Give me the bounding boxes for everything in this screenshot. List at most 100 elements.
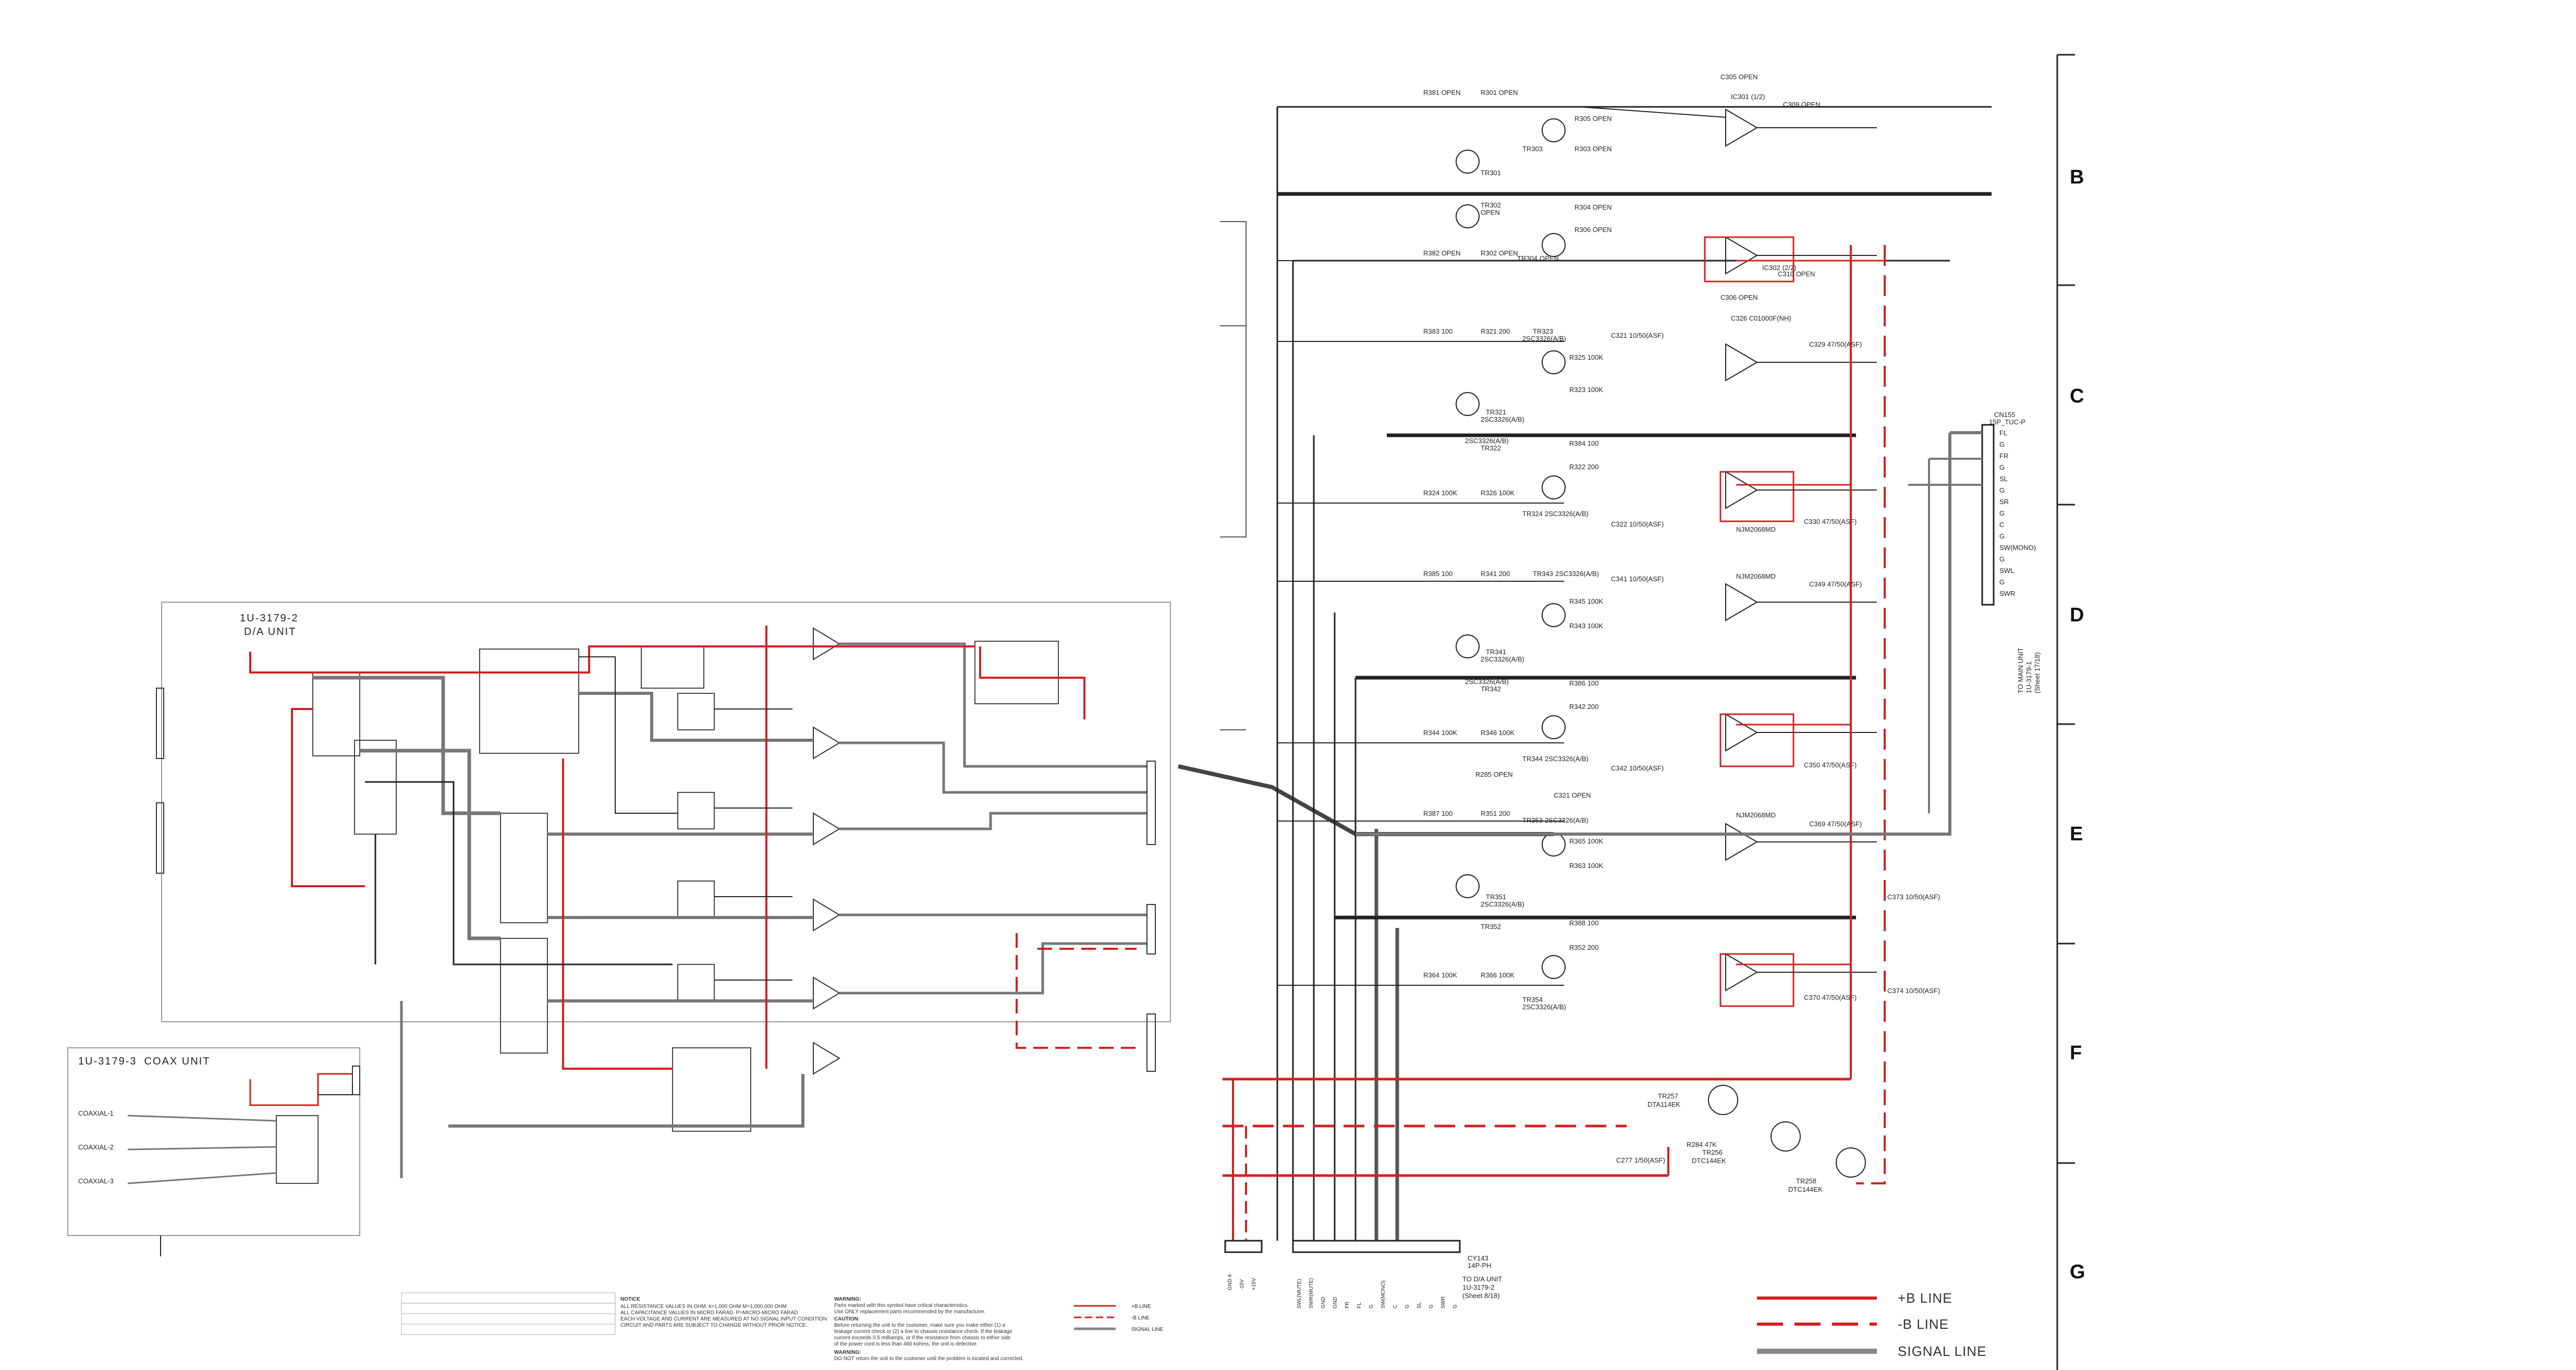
ic302: IC302(2/2) <box>1762 264 1796 272</box>
da-unit: 1U-3179-2 D/A UNIT <box>156 602 1171 1332</box>
cy143-pins: SWL(MUTE) SWR(MUTE) GND GND FR FL G SW(M… <box>1297 1278 1458 1308</box>
notice-line: EACH VOLTAGE AND CURRENT ARE MEASURED AT… <box>620 1316 828 1322</box>
c373: C373 10/50(ASF) <box>1887 893 1940 901</box>
r305: R305 OPEN <box>1574 115 1612 123</box>
r387: R387 100 <box>1423 810 1452 817</box>
svg-text:(Sheet 17/18): (Sheet 17/18) <box>2033 652 2041 693</box>
cn155-pin: G <box>1999 555 2005 563</box>
cn155-pin: SWL <box>1999 567 2014 574</box>
r366: R352 200 <box>1569 944 1598 951</box>
coax-jack-1: COAXIAL-1 <box>78 1109 114 1117</box>
r386: R344 100K <box>1423 729 1457 737</box>
r388: R364 100K <box>1423 971 1457 979</box>
cn155-pin: SL <box>1999 475 2008 483</box>
r382: R382 OPEN <box>1423 249 1461 257</box>
r344: R386 100 <box>1569 679 1598 687</box>
c342: C342 10/50(ASF) <box>1611 764 1664 772</box>
r383: R383 100 <box>1423 327 1452 335</box>
svg-text:TO MAIN UNIT: TO MAIN UNIT <box>2017 647 2024 693</box>
svg-text:1U-3179-1: 1U-3179-1 <box>2025 662 2033 693</box>
svg-text:SWL(MUTE): SWL(MUTE) <box>1297 1279 1302 1308</box>
warning-line: Parts marked with this symbol have criti… <box>834 1303 969 1308</box>
tr322: 2SC3326(A/B)TR322 <box>1465 437 1509 452</box>
cy143-connector[interactable] <box>1292 1240 1461 1253</box>
caution-line: current exceeds 0.5 milliamps, or if the… <box>834 1335 1011 1341</box>
zone-label-g: G <box>2070 1261 2085 1283</box>
c341: C341 10/50(ASF) <box>1611 575 1664 583</box>
line-legend: +B LINE -B LINE SIGNAL LINE <box>1757 1290 1986 1359</box>
r341: R341 200 <box>1481 570 1510 578</box>
c350: C350 47/50(ASF) <box>1804 761 1857 769</box>
da-unit-name: D/A UNIT <box>244 626 296 638</box>
coax-jack-2: COAXIAL-2 <box>78 1143 114 1151</box>
r324: R384 100 <box>1569 439 1598 447</box>
tr303: TR303 <box>1522 145 1543 153</box>
zone-label-e: E <box>2070 823 2083 845</box>
svg-text:SW(MONO): SW(MONO) <box>1381 1280 1386 1308</box>
channel-row-4: 2SC3326(A/B)TR322 R384 100 R322 200 R324… <box>1277 437 1877 533</box>
power-pins: GND A -15V +15V <box>1227 1274 1257 1290</box>
r365: R365 100K <box>1569 837 1603 845</box>
channel-row-6: 2SC3326(A/B)TR342 R386 100 R342 200 R344… <box>1277 678 1877 799</box>
output-board: R381 OPEN R301 OPEN R305 OPEN R303 OPEN … <box>1220 73 2041 1308</box>
coax-jack-3: COAXIAL-3 <box>78 1177 114 1185</box>
warning2-line: DO NOT return the unit to the customer u… <box>834 1356 1023 1362</box>
cn155-pin: G <box>1999 441 2005 448</box>
r284: R284 47K <box>1687 1141 1717 1148</box>
r381: R381 OPEN <box>1423 89 1461 96</box>
notes-block: NOTICE ALL RESISTANCE VALUES IN OHM. k=1… <box>401 1292 1023 1362</box>
cn155-pin: G <box>1999 509 2005 517</box>
cn155-pin: G <box>1999 532 2005 540</box>
r325: R325 100K <box>1569 353 1603 361</box>
svg-text:GND: GND <box>1333 1297 1338 1308</box>
cn155-pin: SR <box>1999 498 2009 506</box>
svg-text:G: G <box>1369 1304 1374 1308</box>
c369: C369 47/50(ASF) <box>1809 820 1862 828</box>
ic321: NJM2068MD <box>1736 525 1776 533</box>
r346: R342 200 <box>1569 703 1598 711</box>
channel-row-1: R381 OPEN R301 OPEN R305 OPEN R303 OPEN … <box>1277 73 1877 177</box>
da-legend-plus-b: +B LINE <box>1131 1304 1151 1310</box>
r342: R346 100K <box>1481 729 1515 737</box>
legend-plus-b-label: +B LINE <box>1898 1290 1952 1306</box>
svg-text:FL: FL <box>1357 1302 1362 1308</box>
svg-text:-15V: -15V <box>1239 1279 1245 1290</box>
cn155-connector[interactable] <box>1981 424 1995 606</box>
caution-line: leakage current check or (2) a line to c… <box>834 1329 1012 1335</box>
c370: C370 47/50(ASF) <box>1804 994 1857 1001</box>
legend-signal-label: SIGNAL LINE <box>1898 1343 1986 1359</box>
r351: R351 200 <box>1481 810 1510 817</box>
svg-text:GND: GND <box>1321 1297 1326 1308</box>
c306: C306 OPEN <box>1720 293 1758 301</box>
r343: R343 100K <box>1569 622 1603 630</box>
notice-line: CIRCUIT AND PARTS ARE SUBJECT TO CHANGE … <box>620 1323 808 1328</box>
r285: R285 OPEN <box>1475 770 1513 778</box>
cn155-pin: C <box>1999 521 2004 529</box>
cn155-pin: SW(MONO) <box>1999 544 2036 552</box>
legend-minus-b-label: -B LINE <box>1898 1316 1949 1332</box>
r352: R366 100K <box>1481 971 1515 979</box>
r306: R306 OPEN <box>1574 226 1612 234</box>
c309: C309 OPEN <box>1783 101 1821 108</box>
zone-label-d: D <box>2070 604 2084 626</box>
power-connector[interactable] <box>1224 1240 1263 1253</box>
notice-title: NOTICE <box>620 1296 640 1302</box>
svg-text:GND A: GND A <box>1227 1274 1233 1290</box>
r364: R388 100 <box>1569 919 1598 927</box>
svg-text:1U-3179-2: 1U-3179-2 <box>1462 1283 1494 1291</box>
svg-text:G: G <box>1405 1304 1410 1308</box>
c330: C330 47/50(ASF) <box>1804 518 1857 525</box>
